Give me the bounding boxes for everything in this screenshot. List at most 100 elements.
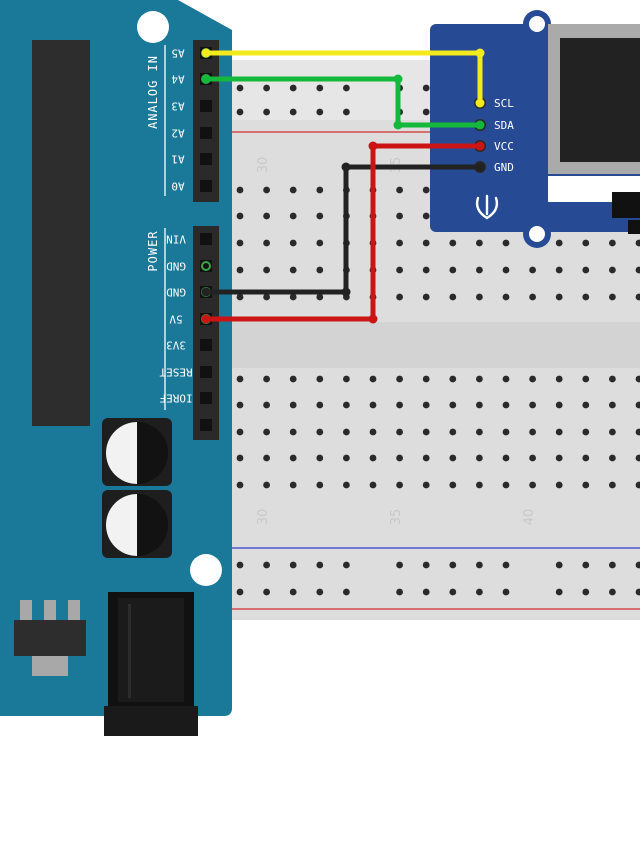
arduino-board: ANALOG IN POWER A5 A4 A3 A2 A1 A0 VIN GN… xyxy=(0,0,232,736)
pin-label-a0: A0 xyxy=(171,180,184,193)
column-number-40: 40 xyxy=(522,509,537,526)
breadboard-hole xyxy=(396,212,403,220)
breadboard-hole xyxy=(476,239,483,247)
breadboard-hole xyxy=(555,266,563,274)
header-pin xyxy=(200,153,212,165)
breadboard-hole xyxy=(476,561,483,569)
breadboard-hole xyxy=(635,454,640,462)
breadboard-hole xyxy=(236,266,244,274)
header-pin xyxy=(200,127,212,139)
breadboard-hole xyxy=(449,401,457,409)
oled-mount-hole-bottom xyxy=(529,226,545,242)
breadboard-hole xyxy=(369,428,377,436)
header-pin xyxy=(200,233,212,245)
breadboard-hole xyxy=(289,212,297,220)
mounting-hole-bottom xyxy=(190,554,222,586)
breadboard-hole xyxy=(422,266,430,274)
breadboard-hole xyxy=(502,428,510,436)
header-pin xyxy=(200,180,212,192)
breadboard-hole xyxy=(316,84,324,92)
breadboard-hole xyxy=(396,401,403,409)
breadboard-hole xyxy=(502,588,510,596)
breadboard-hole xyxy=(422,212,430,220)
breadboard-hole xyxy=(635,481,640,489)
breadboard-hole xyxy=(263,481,270,489)
breadboard-hole xyxy=(263,293,270,301)
breadboard-hole xyxy=(609,561,616,569)
breadboard-hole xyxy=(316,561,324,569)
wire-vcc xyxy=(203,143,483,322)
pin-label-a5: A5 xyxy=(171,47,184,60)
breadboard-hole xyxy=(582,561,590,569)
logo-icon xyxy=(475,194,499,220)
breadboard-hole xyxy=(422,481,430,489)
breadboard-hole xyxy=(289,588,297,596)
pin-label-reset: RESET xyxy=(159,366,192,379)
breadboard-hole xyxy=(289,266,297,274)
breadboard-hole xyxy=(396,375,403,383)
pin-label-a1: A1 xyxy=(171,153,184,166)
breadboard-hole xyxy=(476,481,483,489)
oled-screen xyxy=(560,38,640,162)
breadboard-hole xyxy=(582,266,590,274)
breadboard-hole xyxy=(289,401,297,409)
breadboard-hole xyxy=(502,293,510,301)
breadboard-hole xyxy=(609,588,616,596)
wire-gnd xyxy=(203,164,483,295)
pin-label-a3: A3 xyxy=(171,100,184,113)
breadboard-hole xyxy=(422,561,430,569)
breadboard-hole xyxy=(476,266,483,274)
breadboard-hole xyxy=(555,239,563,247)
breadboard-hole xyxy=(476,293,483,301)
column-number-top-30: 30 xyxy=(256,157,271,174)
breadboard-hole xyxy=(449,561,457,569)
breadboard-hole xyxy=(635,293,640,301)
breadboard-hole xyxy=(582,588,590,596)
breadboard-hole xyxy=(263,84,270,92)
breadboard-hole xyxy=(289,84,297,92)
mounting-hole-top xyxy=(137,11,169,43)
breadboard-hole xyxy=(236,561,244,569)
breadboard-hole xyxy=(422,401,430,409)
breadboard-hole xyxy=(476,588,483,596)
wire-joint xyxy=(201,74,211,84)
column-number-30: 30 xyxy=(256,509,271,526)
oled-connector-foot xyxy=(628,220,640,234)
breadboard-hole xyxy=(582,375,590,383)
wire-joint xyxy=(368,314,378,324)
breadboard-hole xyxy=(236,108,244,116)
breadboard-hole xyxy=(316,481,324,489)
breadboard-hole xyxy=(289,108,297,116)
breadboard-hole xyxy=(529,293,536,301)
header-pins xyxy=(200,47,212,431)
breadboard-hole xyxy=(555,561,563,569)
breadboard-hole xyxy=(582,293,590,301)
breadboard-hole xyxy=(396,293,403,301)
power-header xyxy=(193,226,219,440)
breadboard-hole xyxy=(635,266,640,274)
breadboard-hole xyxy=(236,239,244,247)
wire-joint xyxy=(393,74,403,84)
wire-joint xyxy=(201,287,211,297)
center-channel xyxy=(224,322,640,368)
oled-label-sda: SDA xyxy=(494,119,514,132)
breadboard-hole xyxy=(343,454,350,462)
breadboard-hole xyxy=(555,375,563,383)
breadboard-hole xyxy=(502,239,510,247)
breadboard-hole xyxy=(396,588,403,596)
analog-in-label: ANALOG IN xyxy=(146,55,160,129)
breadboard-hole xyxy=(263,186,270,194)
header-pin xyxy=(200,339,212,351)
breadboard-hole xyxy=(635,588,640,596)
breadboard-hole xyxy=(422,239,430,247)
breadboard-hole xyxy=(502,454,510,462)
breadboard-hole xyxy=(529,375,536,383)
breadboard-hole xyxy=(449,266,457,274)
wire-joint xyxy=(201,314,211,324)
breadboard-hole xyxy=(502,561,510,569)
header-pin xyxy=(200,392,212,404)
breadboard-hole xyxy=(343,481,350,489)
breadboard-hole xyxy=(529,481,536,489)
wire-joint xyxy=(368,141,378,151)
breadboard-hole xyxy=(236,481,244,489)
